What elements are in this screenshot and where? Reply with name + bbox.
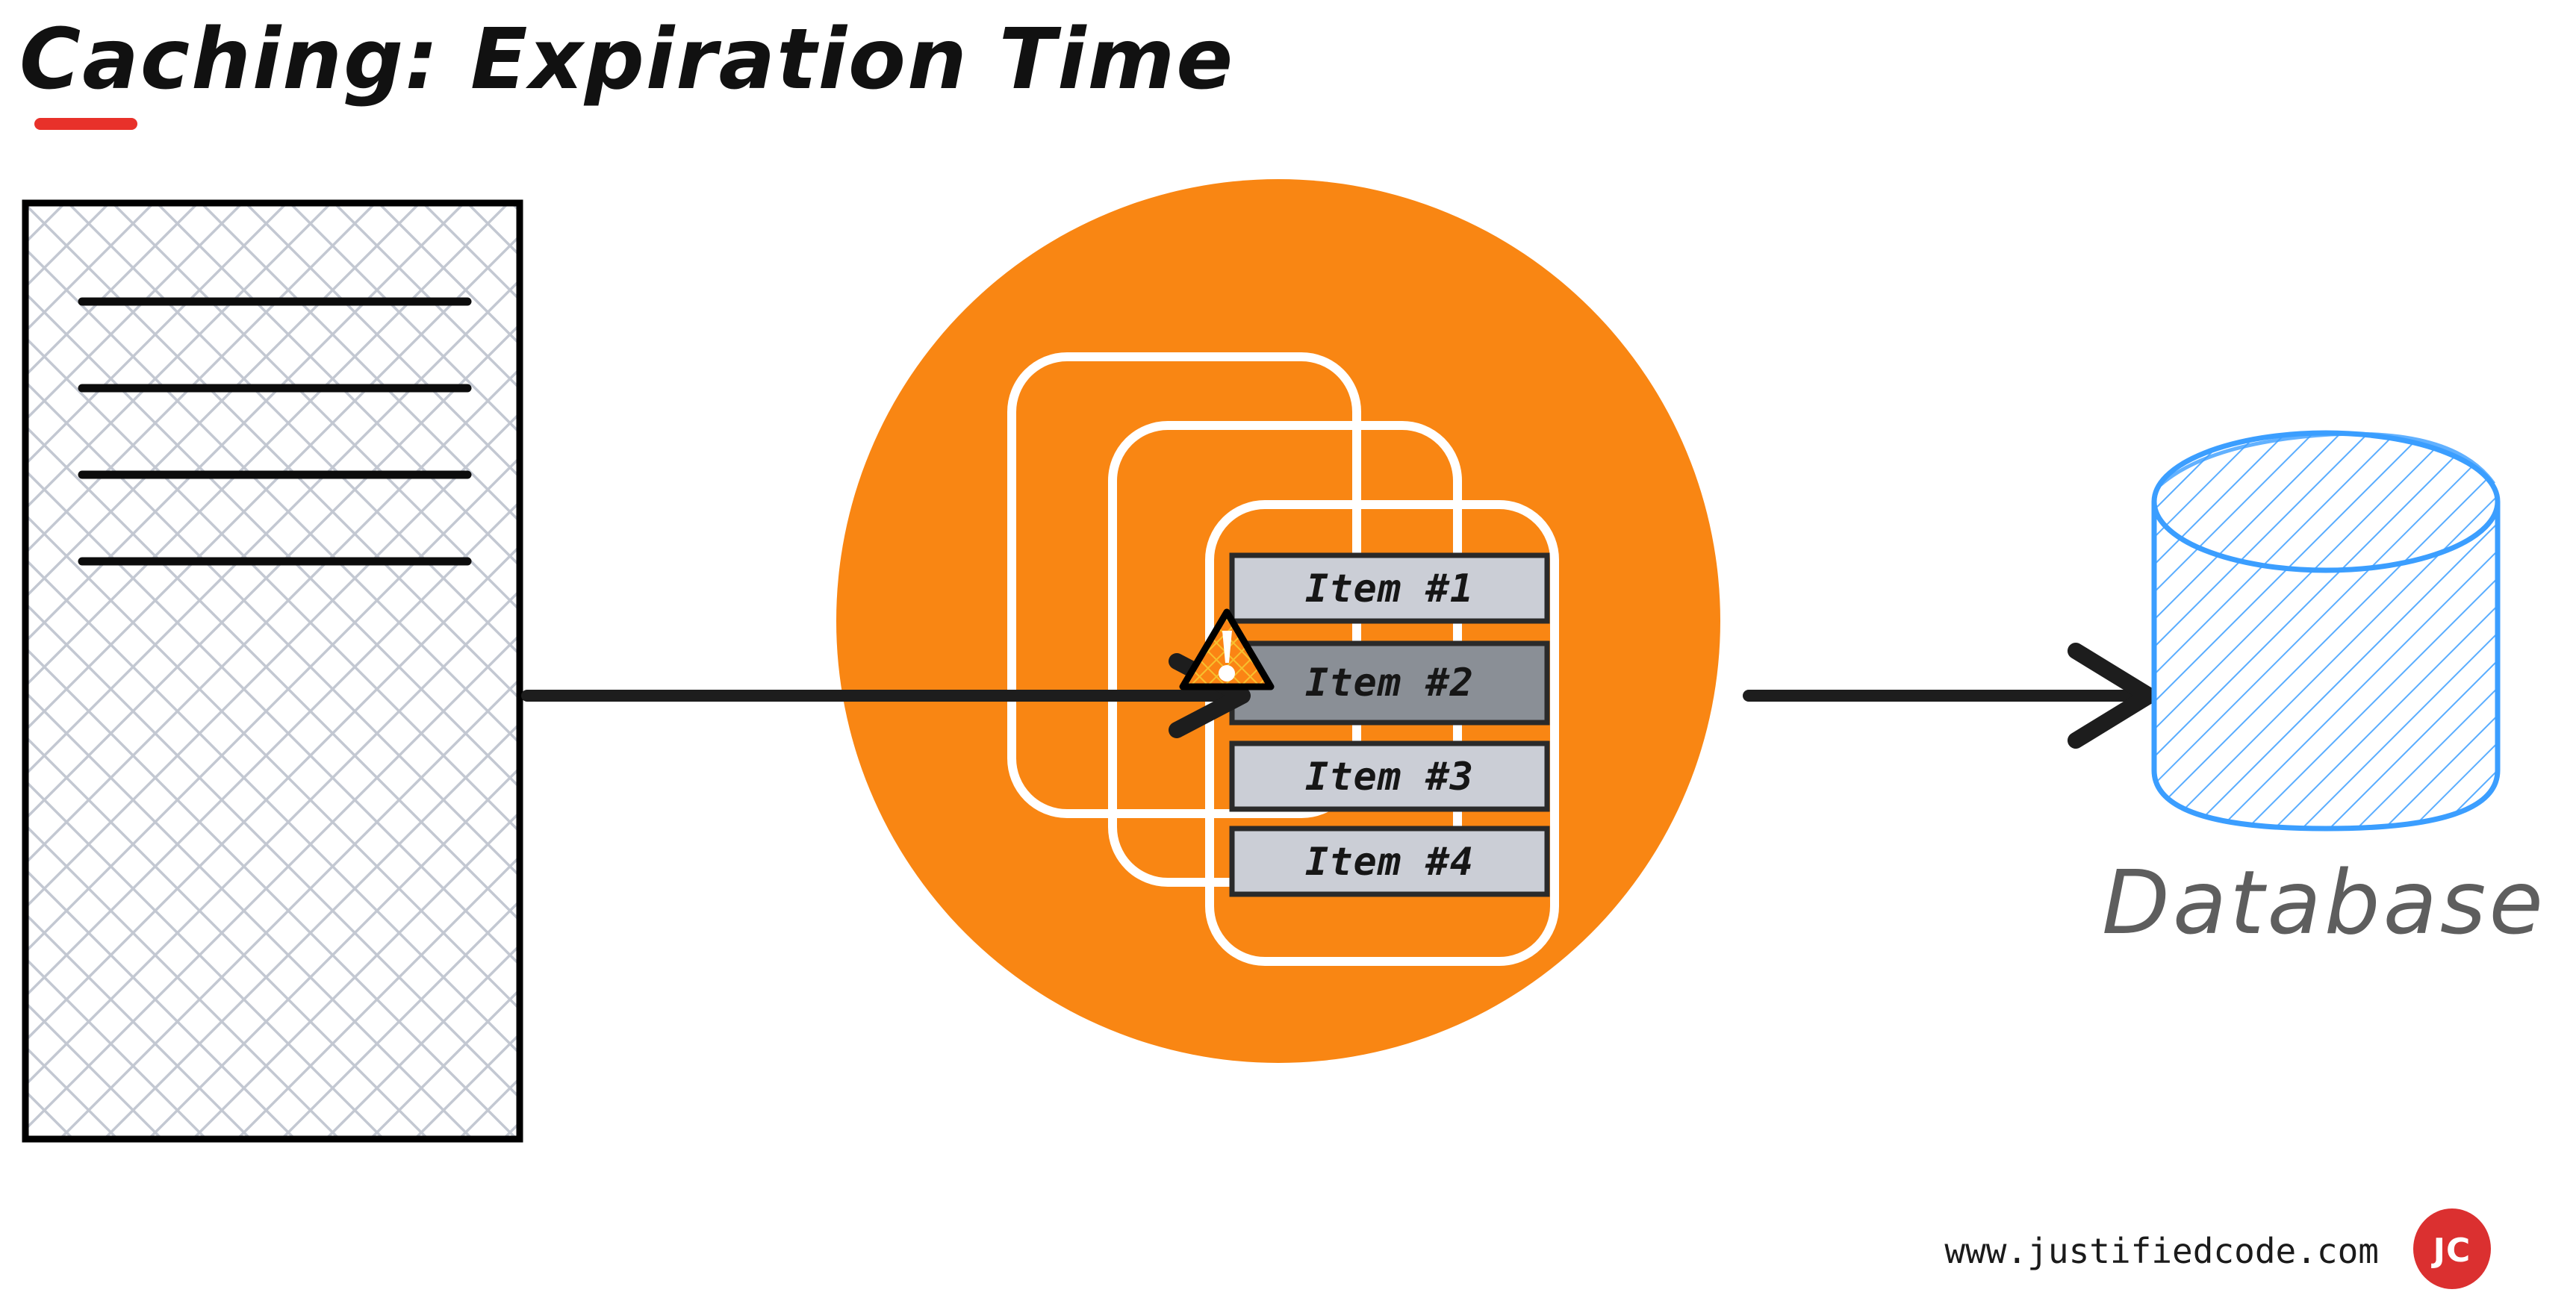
footer-watermark: www.justifiedcode.com JC [1944, 1208, 2491, 1289]
request-document [22, 199, 523, 1143]
database-top-fill [2154, 433, 2498, 570]
fetch-arrow [1743, 643, 2157, 749]
document-text-lines [78, 297, 472, 566]
cache-item-box[interactable] [1229, 740, 1550, 812]
database-label: Database [2102, 851, 2546, 954]
footer-badge-label: JC [2431, 1232, 2471, 1270]
cache-item-label: Item #3 [1305, 755, 1474, 799]
fetch-arrow-head [2068, 643, 2157, 749]
cache-item-row[interactable]: Item #3 [1229, 740, 1550, 812]
page-title: Caching: Expiration Time [19, 11, 1234, 130]
cache-item-box[interactable] [1229, 826, 1550, 897]
cache-item-row[interactable]: Item #1 [1229, 552, 1550, 624]
page-title-text: Caching: Expiration Time [19, 11, 1234, 108]
cache-item-label: Item #1 [1305, 567, 1474, 611]
database-body-fill [2154, 502, 2498, 829]
database-body-outline [2151, 502, 2501, 832]
database-top-sketch-line [2159, 431, 2496, 487]
cache-item-box[interactable] [1229, 552, 1550, 624]
cache-item-row-expired[interactable]: Item #2 [1229, 640, 1550, 726]
cache-item-list: Item #1 Item #2 Item #3 Item #4 [1229, 552, 1550, 897]
cache-item-box-expired[interactable] [1229, 640, 1550, 726]
footer-badge-circle[interactable] [2413, 1208, 2491, 1289]
footer-url[interactable]: www.justifiedcode.com [1944, 1231, 2379, 1271]
database-cylinder: Database [2102, 430, 2546, 954]
cache-bubble: Item #1 Item #2 Item #3 Item #4 [836, 179, 1720, 1063]
cache-item-label: Item #2 [1305, 661, 1474, 705]
warning-exclamation-dot [1219, 665, 1235, 681]
document-body [22, 199, 523, 1143]
warning-exclamation-stroke [1222, 631, 1232, 663]
cache-card-front [1205, 500, 1559, 966]
expiration-warning-icon [1179, 608, 1275, 690]
title-underline-accent [34, 118, 137, 130]
cache-item-row[interactable]: Item #4 [1229, 826, 1550, 897]
cache-item-label: Item #4 [1305, 840, 1474, 885]
